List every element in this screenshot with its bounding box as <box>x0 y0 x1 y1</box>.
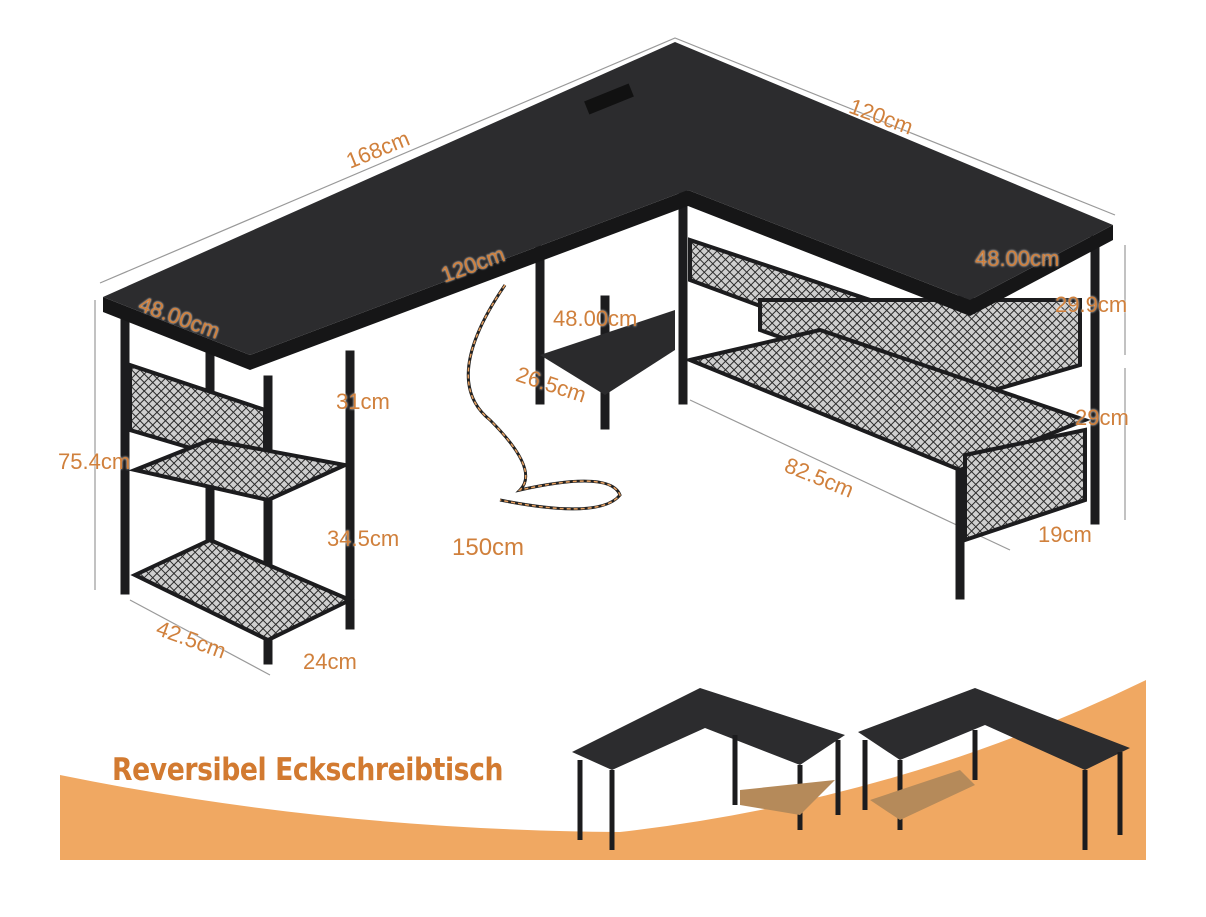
mesh-shelves <box>128 237 1091 643</box>
dim-right-shelf-depth: 19cm <box>1038 522 1092 547</box>
banner-title: Reversibel Eckschreibtisch <box>112 752 504 788</box>
dim-left-lower-gap: 34.5cm <box>327 526 400 551</box>
dim-top-shelf-gap: 29.9cm <box>1055 292 1128 317</box>
mini-desk-right <box>858 688 1130 850</box>
power-outlet <box>584 83 634 115</box>
dim-cable-length: 150cm <box>452 534 525 561</box>
desk-top-edge <box>103 190 1113 370</box>
mini-desk-left <box>572 688 845 850</box>
dim-lower-shelf-gap: 29cm <box>1075 405 1129 430</box>
dim-left-shelf-depth: 24cm <box>303 649 357 674</box>
dim-left-upper-gap: 31cm <box>336 389 390 414</box>
dim-right-depth: 48.00cm <box>975 246 1060 271</box>
dim-height: 75.4cm <box>58 449 131 474</box>
desk-top <box>103 42 1113 355</box>
banner-background <box>60 680 1146 860</box>
dim-mid-depth: 48.00cm <box>553 306 638 331</box>
